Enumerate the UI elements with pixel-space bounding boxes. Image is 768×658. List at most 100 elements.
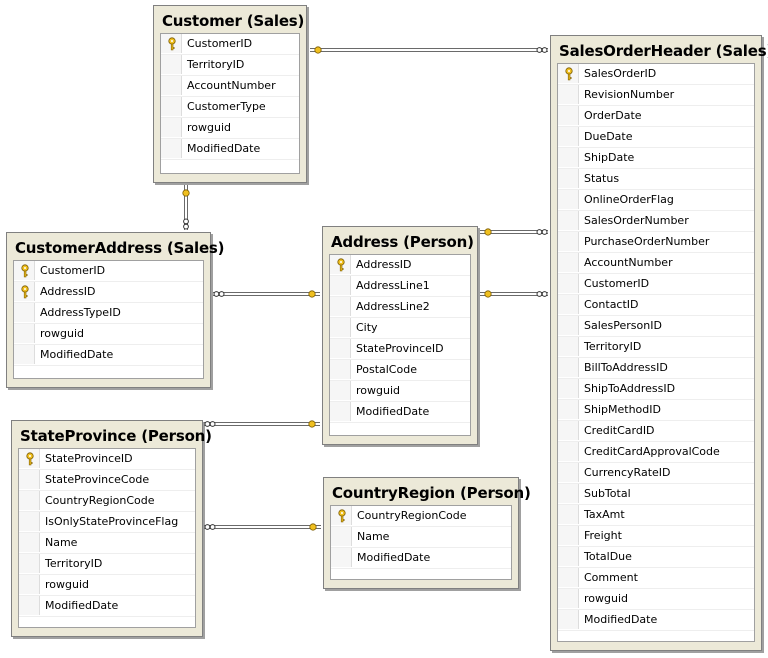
relationship-address-salesorderheader[interactable] xyxy=(480,290,548,298)
column-row[interactable]: StateProvinceID xyxy=(19,449,195,470)
relationship-customer-salesorderheader[interactable] xyxy=(310,46,548,54)
row-selector[interactable] xyxy=(19,575,40,594)
column-row[interactable]: CustomerID xyxy=(14,261,203,282)
column-row[interactable]: SubTotal xyxy=(558,484,754,505)
column-row[interactable]: ShipDate xyxy=(558,148,754,169)
column-row[interactable]: TerritoryID xyxy=(19,554,195,575)
row-selector[interactable] xyxy=(558,169,579,188)
column-row[interactable]: ShipToAddressID xyxy=(558,379,754,400)
row-selector[interactable] xyxy=(19,512,40,531)
relationship-address-customeraddress[interactable] xyxy=(213,290,320,298)
table-title[interactable]: SalesOrderHeader (Sales) xyxy=(559,42,768,60)
row-selector[interactable] xyxy=(558,148,579,167)
row-selector[interactable] xyxy=(19,596,40,615)
relationship-countryregion-stateprovince[interactable] xyxy=(204,523,321,531)
column-row[interactable]: ModifiedDate xyxy=(161,139,299,160)
column-row[interactable]: AddressLine1 xyxy=(330,276,470,297)
row-selector[interactable] xyxy=(330,276,351,295)
column-row[interactable]: RevisionNumber xyxy=(558,85,754,106)
column-row[interactable]: ModifiedDate xyxy=(331,548,511,569)
row-selector[interactable] xyxy=(330,360,351,379)
row-selector[interactable] xyxy=(330,318,351,337)
column-row[interactable]: City xyxy=(330,318,470,339)
column-row[interactable]: AccountNumber xyxy=(558,253,754,274)
column-row[interactable]: StateProvinceID xyxy=(330,339,470,360)
column-row[interactable]: ContactID xyxy=(558,295,754,316)
column-row[interactable]: Name xyxy=(19,533,195,554)
column-row[interactable]: DueDate xyxy=(558,127,754,148)
row-selector[interactable] xyxy=(558,127,579,146)
column-row[interactable]: Freight xyxy=(558,526,754,547)
row-selector[interactable] xyxy=(161,118,182,137)
row-selector[interactable] xyxy=(558,421,579,440)
row-selector[interactable] xyxy=(558,589,579,608)
table-title[interactable]: CountryRegion (Person) xyxy=(332,484,531,502)
row-selector[interactable] xyxy=(558,337,579,356)
column-row[interactable]: CustomerType xyxy=(161,97,299,118)
row-selector[interactable] xyxy=(558,190,579,209)
column-row[interactable]: PurchaseOrderNumber xyxy=(558,232,754,253)
column-row[interactable]: TerritoryID xyxy=(161,55,299,76)
row-selector[interactable] xyxy=(161,76,182,95)
column-row[interactable]: Name xyxy=(331,527,511,548)
column-row[interactable]: rowguid xyxy=(14,324,203,345)
column-row[interactable]: ShipMethodID xyxy=(558,400,754,421)
column-row[interactable]: AddressTypeID xyxy=(14,303,203,324)
column-row[interactable]: TaxAmt xyxy=(558,505,754,526)
column-row[interactable]: CreditCardApprovalCode xyxy=(558,442,754,463)
column-row[interactable]: AddressLine2 xyxy=(330,297,470,318)
row-selector[interactable] xyxy=(19,554,40,573)
column-row[interactable]: rowguid xyxy=(558,589,754,610)
column-row[interactable]: CountryRegionCode xyxy=(331,506,511,527)
column-row[interactable]: rowguid xyxy=(161,118,299,139)
row-selector[interactable] xyxy=(14,345,35,364)
column-row[interactable]: StateProvinceCode xyxy=(19,470,195,491)
table-title[interactable]: Address (Person) xyxy=(331,233,474,251)
column-row[interactable]: CustomerID xyxy=(558,274,754,295)
row-selector[interactable] xyxy=(558,379,579,398)
row-selector[interactable] xyxy=(558,400,579,419)
row-selector[interactable] xyxy=(14,303,35,322)
column-row[interactable]: IsOnlyStateProvinceFlag xyxy=(19,512,195,533)
row-selector[interactable] xyxy=(558,106,579,125)
row-selector[interactable] xyxy=(19,533,40,552)
column-row[interactable]: ModifiedDate xyxy=(19,596,195,617)
row-selector[interactable] xyxy=(558,610,579,629)
column-row[interactable]: SalesPersonID xyxy=(558,316,754,337)
column-row[interactable]: AccountNumber xyxy=(161,76,299,97)
row-selector[interactable] xyxy=(558,253,579,272)
row-selector[interactable] xyxy=(19,491,40,510)
column-row[interactable]: SalesOrderNumber xyxy=(558,211,754,232)
column-row[interactable]: PostalCode xyxy=(330,360,470,381)
column-row[interactable]: ModifiedDate xyxy=(14,345,203,366)
row-selector[interactable] xyxy=(558,568,579,587)
row-selector[interactable] xyxy=(331,527,352,546)
row-selector[interactable] xyxy=(558,274,579,293)
row-selector[interactable] xyxy=(19,470,40,489)
column-row[interactable]: AddressID xyxy=(14,282,203,303)
column-row[interactable]: ModifiedDate xyxy=(330,402,470,423)
table-title[interactable]: CustomerAddress (Sales) xyxy=(15,239,225,257)
column-row[interactable]: ModifiedDate xyxy=(558,610,754,631)
column-row[interactable]: BillToAddressID xyxy=(558,358,754,379)
row-selector[interactable] xyxy=(330,402,351,421)
row-selector[interactable] xyxy=(330,339,351,358)
row-selector[interactable] xyxy=(558,211,579,230)
row-selector[interactable] xyxy=(330,297,351,316)
row-selector[interactable] xyxy=(558,232,579,251)
row-selector[interactable] xyxy=(558,505,579,524)
table-title[interactable]: Customer (Sales) xyxy=(162,12,305,30)
row-selector[interactable] xyxy=(558,358,579,377)
row-selector[interactable] xyxy=(558,442,579,461)
table-title[interactable]: StateProvince (Person) xyxy=(20,427,212,445)
column-row[interactable]: CustomerID xyxy=(161,34,299,55)
row-selector[interactable] xyxy=(558,526,579,545)
row-selector[interactable] xyxy=(558,295,579,314)
column-row[interactable]: Comment xyxy=(558,568,754,589)
relationship-address-salesorderheader[interactable] xyxy=(480,228,548,236)
